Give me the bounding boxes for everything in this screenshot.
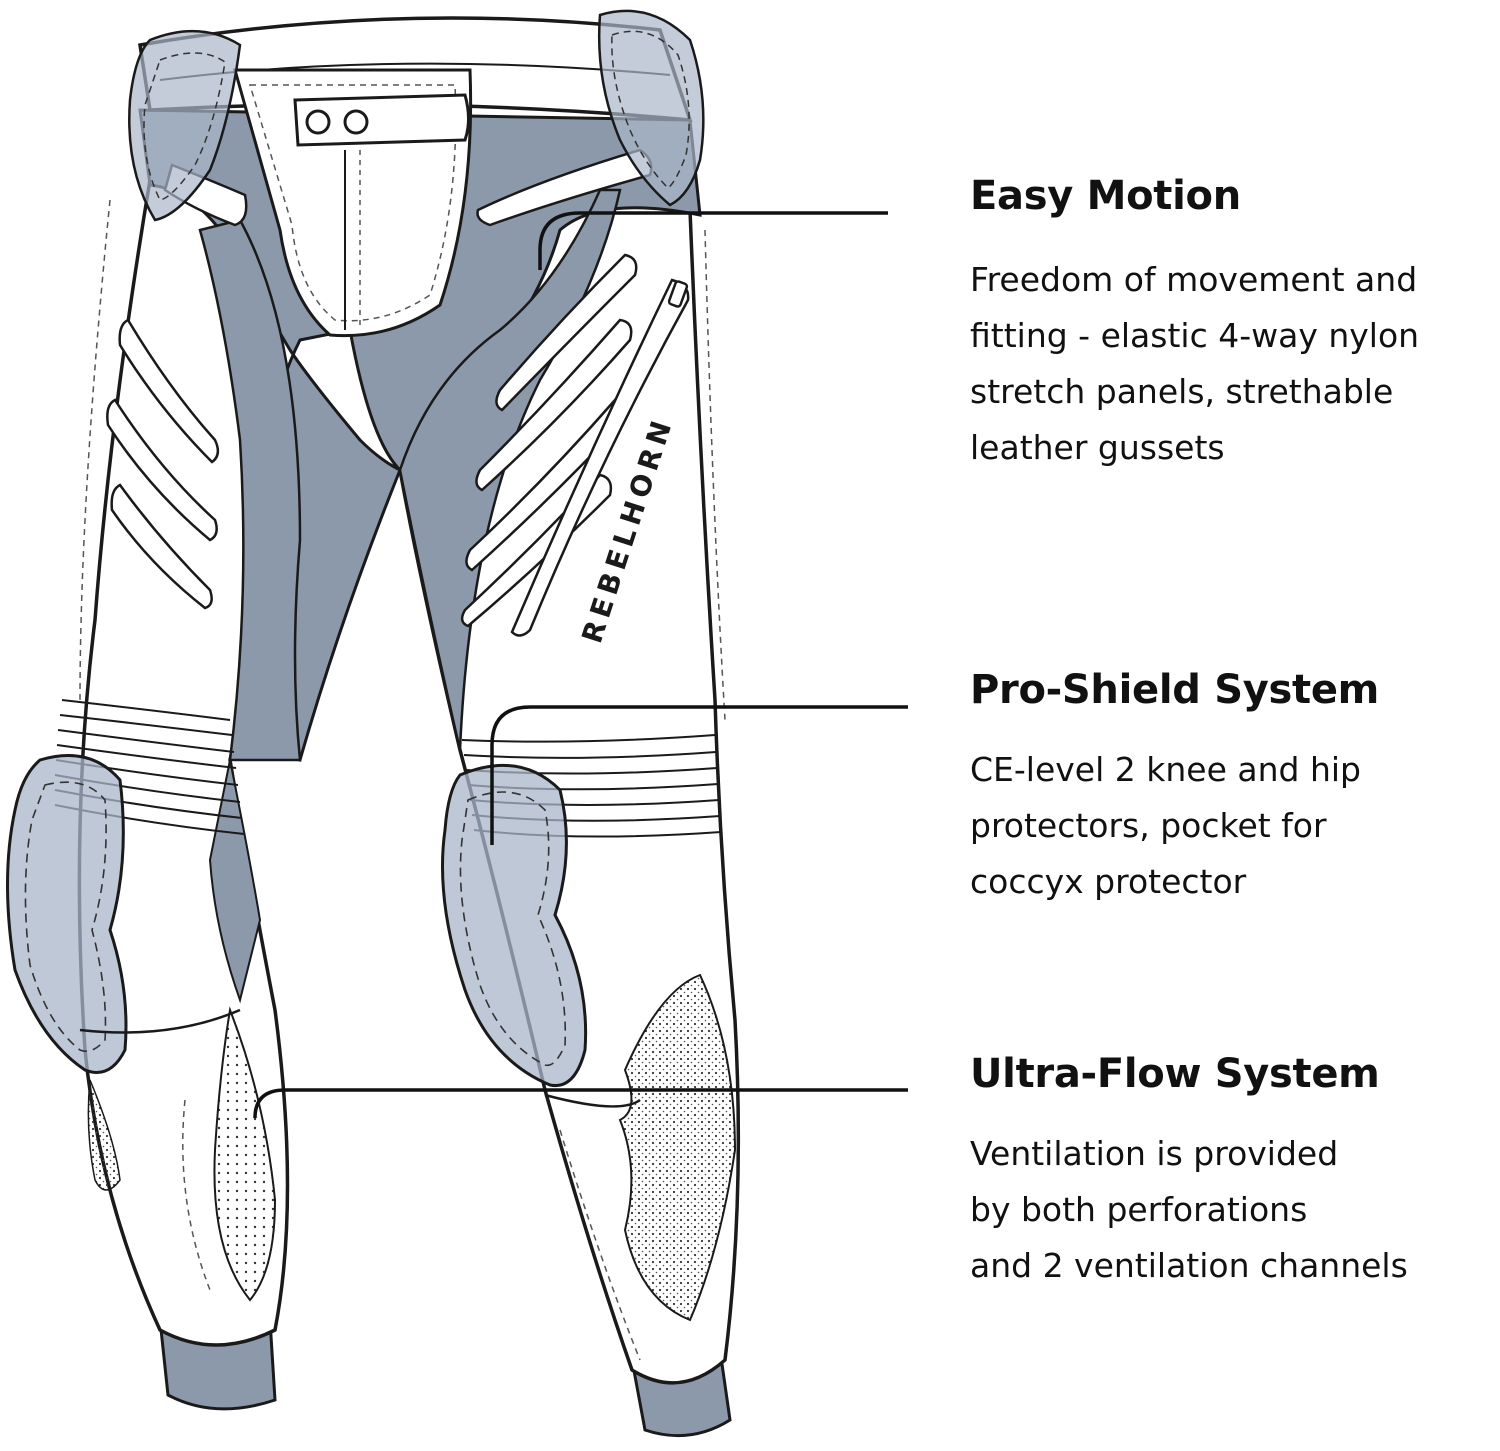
feature-line: fitting - elastic 4-way nylon <box>970 316 1420 355</box>
feature-easy-motion: Easy Motion Freedom of movement and fitt… <box>970 172 1490 476</box>
feature-line: Freedom of movement and <box>970 260 1418 299</box>
fly-stitching <box>248 84 457 322</box>
stitch-right-leg <box>704 229 726 721</box>
thigh-vent-left-3 <box>110 483 213 610</box>
feature-line: stretch panels, strethable <box>970 372 1394 411</box>
feature-line: Ventilation is provided <box>970 1134 1339 1173</box>
callout-line-ultra-flow <box>253 1088 908 1119</box>
feature-line: coccyx protector <box>970 862 1247 901</box>
shin-perforation-left-outer <box>87 1079 121 1191</box>
stitch-left-shin <box>182 1099 211 1291</box>
knee-protector-right-inner <box>459 791 567 1067</box>
thigh-vent-right-1 <box>495 253 638 412</box>
hip-protector-left <box>128 29 242 222</box>
callout-line-easy-motion <box>538 211 888 270</box>
feature-description: Freedom of movement and fitting - elasti… <box>970 252 1490 476</box>
side-zipper <box>510 278 690 637</box>
snap-button-2 <box>343 109 369 135</box>
knee-protector-right <box>441 763 588 1088</box>
stitch-left-leg <box>79 199 111 701</box>
feature-title: Pro-Shield System <box>970 667 1380 713</box>
feature-line: CE-level 2 knee and hip <box>970 750 1361 789</box>
hip-protector-left-inner <box>143 52 226 201</box>
feature-title: Ultra-Flow System <box>970 1051 1380 1097</box>
hip-protector-right-inner <box>611 30 690 189</box>
feature-title: Easy Motion <box>970 173 1241 219</box>
stitch-right-shin <box>559 1129 641 1361</box>
knee-stretch-ribs-left <box>54 699 245 835</box>
snap-button-1 <box>305 109 331 135</box>
knee-protector-left-inner <box>24 781 107 1053</box>
knee-protector-left <box>6 754 128 1074</box>
callout-line-pro-shield <box>490 705 908 845</box>
feature-ultra-flow-system: Ultra-Flow System Ventilation is provide… <box>970 1050 1490 1294</box>
feature-line: protectors, pocket for <box>970 806 1327 845</box>
shin-perforation-left <box>213 1006 277 1302</box>
thigh-vent-right-2 <box>475 318 633 492</box>
feature-line: leather gussets <box>970 428 1225 467</box>
inner-thigh-panel-left <box>198 218 302 762</box>
feature-description: Ventilation is provided by both perforat… <box>970 1126 1490 1294</box>
thigh-vent-left-2 <box>106 398 218 542</box>
fly-tab <box>293 93 470 147</box>
feature-line: and 2 ventilation channels <box>970 1246 1408 1285</box>
thigh-vent-left-1 <box>118 318 220 464</box>
shin-seam-left <box>79 1008 241 1034</box>
shin-seam-right <box>544 1093 641 1108</box>
feature-line: by both perforations <box>970 1190 1308 1229</box>
feature-description: CE-level 2 knee and hip protectors, pock… <box>970 742 1490 910</box>
feature-pro-shield-system: Pro-Shield System CE-level 2 knee and hi… <box>970 666 1490 910</box>
shin-perforation-right <box>618 973 737 1322</box>
zipper-pull <box>667 280 689 308</box>
hip-protector-right <box>597 9 705 207</box>
mid-stretch-gusset <box>208 759 262 1004</box>
